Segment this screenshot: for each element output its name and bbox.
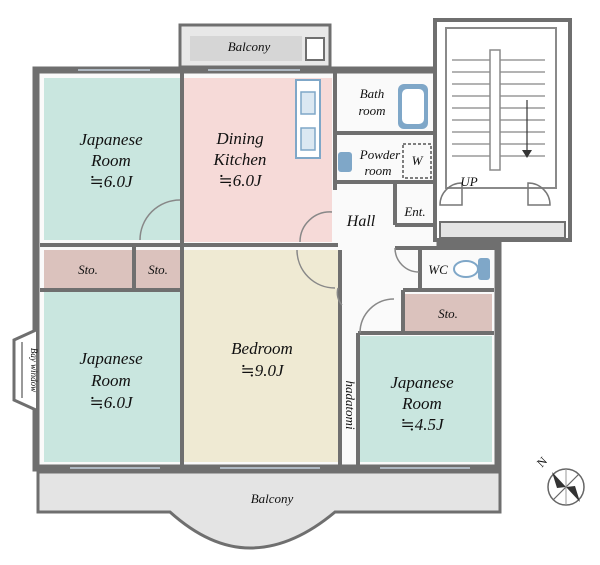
storage-east: [405, 294, 492, 332]
powder-room-name-1: Powder: [359, 147, 401, 162]
japanese-room-se-name-1: Japanese: [390, 373, 454, 392]
japanese-room-se: [360, 336, 492, 462]
bedroom-size: ≒9.0J: [240, 361, 284, 380]
bath-fixtures: [398, 84, 428, 129]
japanese-room-se-size: ≒4.5J: [400, 415, 444, 434]
balcony-south-label: Balcony: [251, 491, 294, 506]
compass-rose-icon: N: [534, 454, 585, 506]
bedroom: [184, 250, 340, 462]
japanese-room-sw-size: ≒6.0J: [89, 393, 133, 412]
entrance-label: Ent.: [403, 204, 425, 219]
interior-walls: [40, 72, 495, 466]
storage-west-2: [136, 250, 180, 288]
compass-north-label: N: [534, 454, 550, 470]
balcony-south: [36, 470, 502, 550]
powder-room-name-2: room: [365, 163, 392, 178]
bedroom-name: Bedroom: [231, 339, 293, 358]
stair-up-label: UP: [460, 174, 477, 189]
dining-kitchen-name-2: Kitchen: [213, 150, 267, 169]
bay-window-label: Bay window: [29, 348, 39, 392]
bath-room-name-2: room: [359, 103, 386, 118]
storage-east-label: Sto.: [438, 306, 458, 321]
balcony-locker: [305, 37, 325, 61]
window-marks: [70, 69, 470, 469]
washer-label: W: [412, 153, 424, 168]
balcony-north: [178, 23, 332, 69]
kitchen-counter: [295, 79, 321, 159]
japanese-room-sw: [44, 290, 180, 462]
door-swings: [139, 199, 420, 334]
bay-window: [12, 328, 37, 412]
toilet-icon: [453, 258, 490, 280]
stair-door-right: [527, 182, 551, 206]
dining-kitchen-size: ≒6.0J: [218, 171, 262, 190]
stairwell: [433, 18, 572, 242]
stair-door-left: [439, 182, 463, 206]
washer-space: [402, 143, 432, 179]
japanese-room-sw-name-2: Room: [90, 371, 131, 390]
hall-label: Hall: [346, 213, 376, 230]
japanese-room-sw-name-1: Japanese: [79, 349, 143, 368]
stove-icon: [300, 127, 316, 151]
washbasin-icon: [338, 152, 352, 172]
sink-icon: [300, 91, 316, 115]
wc-label: WC: [428, 262, 448, 277]
storage-west-1-label: Sto.: [78, 262, 98, 277]
japanese-room-nw-name-1: Japanese: [79, 130, 143, 149]
japanese-room-nw-size: ≒6.0J: [89, 172, 133, 191]
japanese-room-se-name-2: Room: [401, 394, 442, 413]
balcony-north-label: Balcony: [228, 39, 271, 54]
japanese-room-nw-name-2: Room: [90, 151, 131, 170]
dining-kitchen-name-1: Dining: [215, 129, 263, 148]
storage-west-2-label: Sto.: [148, 262, 168, 277]
stair-arrow-icon: [522, 150, 532, 158]
japanese-room-nw: [44, 78, 182, 240]
hadatomi-label: hadatomi: [343, 380, 358, 430]
bath-room-name-1: Bath: [360, 86, 385, 101]
storage-west-1: [44, 250, 132, 288]
